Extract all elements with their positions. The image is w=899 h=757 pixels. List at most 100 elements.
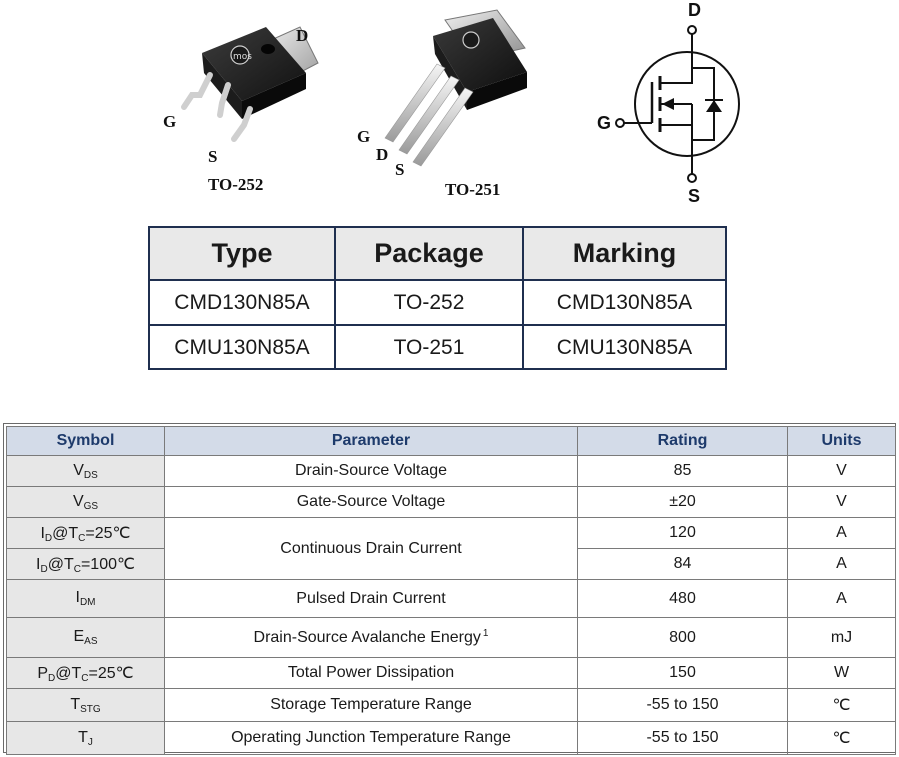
package-logo-text: mos (233, 52, 252, 62)
symbol-suffix: @T (52, 524, 79, 542)
ratings-header-parameter: Parameter (164, 426, 578, 456)
symbol-tail: =25℃ (88, 664, 134, 682)
rating-value: 150 (577, 657, 788, 689)
ordering-header-package: Package (334, 228, 524, 281)
rating-parameter: Continuous Drain Current (164, 517, 578, 580)
ordering-header-type: Type (150, 228, 336, 281)
table-row: ID@TC=100℃ 84 A (6, 548, 896, 580)
symbol-base: V (73, 461, 84, 479)
symbol-suffix: @T (55, 664, 82, 682)
symbol-base: T (70, 695, 81, 713)
symbol-suffix: @T (47, 555, 74, 573)
rating-unit: A (787, 579, 896, 618)
rating-parameter: Drain-Source Voltage (164, 455, 578, 487)
rating-value: 84 (577, 548, 788, 580)
rating-unit: V (787, 455, 896, 487)
symbol-base: E (73, 628, 85, 645)
symbol-drain-label: D (688, 0, 701, 20)
rating-symbol: PD@TC=25℃ (6, 657, 165, 689)
symbol-tail: =25℃ (85, 524, 131, 542)
to252-illustration: mos (170, 15, 330, 155)
rating-parameter: Total Power Dissipation (164, 657, 578, 689)
rating-symbol: ID@TC=100℃ (6, 548, 165, 580)
symbol-subscript-2: C (78, 532, 86, 544)
ratings-header-symbol: Symbol (6, 426, 165, 456)
table-row: IDM Pulsed Drain Current 480 A (6, 579, 896, 618)
rating-value: 120 (577, 517, 788, 549)
rating-unit: V (787, 486, 896, 518)
rating-symbol: TSTG (6, 688, 165, 722)
ordering-header-row: Type Package Marking (150, 228, 725, 281)
symbol-source-label: S (688, 186, 701, 206)
rating-symbol: EAS (6, 617, 165, 658)
rating-unit: ℃ (787, 688, 896, 722)
to251-package-icon (384, 9, 527, 167)
rating-parameter: Storage Temperature Range (164, 688, 578, 722)
symbol-tail: =100℃ (80, 555, 135, 573)
ordering-cell-type: CMU130N85A (150, 324, 336, 370)
symbol-base: I (40, 524, 45, 542)
symbol-gate-label: G (597, 113, 612, 133)
rating-value: -55 to 150 (577, 721, 788, 755)
ordering-cell-marking: CMU130N85A (522, 324, 725, 370)
symbol-subscript-2: C (81, 672, 89, 684)
symbol-subscript: D (44, 532, 53, 544)
table-row: VDS Drain-Source Voltage 85 V (6, 455, 896, 487)
symbol-base: P (37, 664, 49, 682)
to251-pin-g-label: G (357, 127, 371, 146)
rating-parameter: Gate-Source Voltage (164, 486, 578, 518)
rating-symbol: VDS (6, 455, 165, 487)
rating-symbol: VGS (6, 486, 165, 518)
symbol-base: T (78, 728, 88, 746)
ratings-header-rating: Rating (577, 426, 788, 456)
to251-package-name: TO-251 (445, 180, 501, 199)
symbol-subscript: AS (84, 636, 98, 647)
to251-pin-s-label: S (395, 160, 405, 179)
rating-symbol: ID@TC=25℃ (6, 517, 165, 549)
mosfet-symbol-icon (615, 25, 740, 183)
mosfet-symbol (600, 20, 760, 190)
symbol-base: I (75, 589, 80, 606)
to251-pin-d-label: D (376, 145, 389, 164)
to252-package-name: TO-252 (208, 175, 264, 194)
rating-parameter: Pulsed Drain Current (164, 579, 578, 618)
symbol-subscript: DM (79, 597, 96, 608)
footnote-marker: 1 (482, 628, 489, 639)
rating-unit: A (787, 548, 896, 580)
symbol-subscript: J (87, 736, 93, 748)
ordering-cell-marking: CMD130N85A (522, 279, 725, 326)
symbol-base: I (36, 555, 41, 573)
to252-pin-s-label: S (208, 147, 218, 166)
table-row: TJ Operating Junction Temperature Range … (6, 721, 896, 755)
ratings-table: Symbol Parameter Rating Units VDS Drain-… (3, 423, 896, 755)
rating-value: 85 (577, 455, 788, 487)
ordering-cell-type: CMD130N85A (150, 279, 336, 326)
table-row: VGS Gate-Source Voltage ±20 V (6, 486, 896, 518)
rating-value: 800 (577, 617, 788, 658)
to252-pin-g-label: G (163, 112, 177, 131)
symbol-base: V (72, 492, 84, 510)
ordering-cell-package: TO-251 (334, 324, 524, 370)
ordering-cell-package: TO-252 (334, 279, 524, 326)
table-row: CMD130N85A TO-252 CMD130N85A (150, 279, 725, 326)
rating-symbol: TJ (6, 721, 165, 755)
symbol-subscript: GS (83, 500, 99, 512)
symbol-subscript: DS (83, 469, 98, 481)
symbol-subscript: D (48, 672, 56, 684)
ratings-header-row: Symbol Parameter Rating Units (6, 426, 896, 456)
table-row: TSTG Storage Temperature Range -55 to 15… (6, 688, 896, 722)
ordering-header-marking: Marking (522, 228, 725, 281)
rating-value: ±20 (577, 486, 788, 518)
symbol-subscript-2: C (73, 563, 81, 575)
rating-value: -55 to 150 (577, 688, 788, 722)
table-row: ID@TC=25℃ Continuous Drain Current 120 A (6, 517, 896, 580)
rating-value: 480 (577, 579, 788, 618)
rating-unit: A (787, 517, 896, 549)
rating-parameter: Operating Junction Temperature Range (164, 721, 578, 755)
table-row: PD@TC=25℃ Total Power Dissipation 150 W (6, 657, 896, 689)
ratings-header-units: Units (787, 426, 896, 456)
rating-unit: W (787, 657, 896, 689)
symbol-subscript: D (40, 563, 48, 575)
